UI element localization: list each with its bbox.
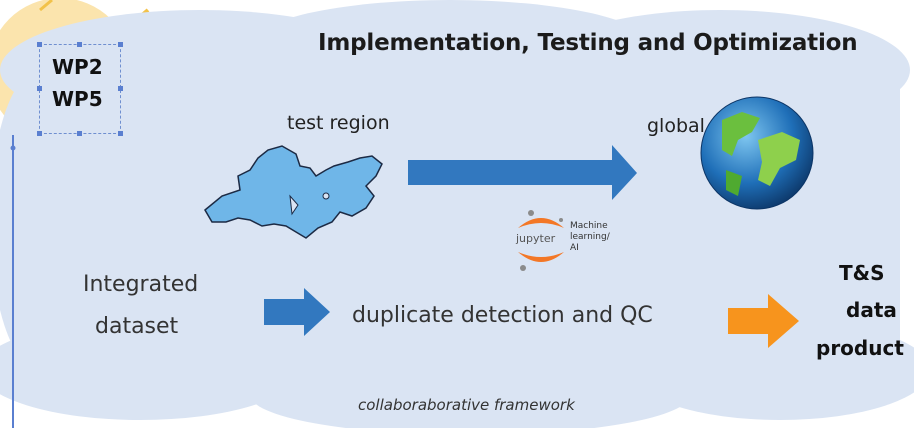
product-label-line-3: product bbox=[816, 336, 904, 360]
selection-handle[interactable] bbox=[77, 131, 82, 136]
sun-ray bbox=[39, 0, 53, 12]
jupyter-label: jupyter bbox=[516, 232, 556, 245]
globe-icon bbox=[700, 96, 814, 210]
machine-learning-label: Machine learning/ AI bbox=[570, 221, 610, 254]
jupyter-logo-icon bbox=[518, 210, 564, 271]
selection-handle[interactable] bbox=[118, 42, 123, 47]
test-region-label: test region bbox=[287, 112, 390, 134]
selection-handle[interactable] bbox=[37, 86, 42, 91]
ml-line-2: learning/ bbox=[570, 232, 610, 242]
diagram-title: Implementation, Testing and Optimization bbox=[318, 30, 858, 56]
global-label: global bbox=[647, 115, 705, 137]
selection-handle[interactable] bbox=[118, 86, 123, 91]
arrow-to-global bbox=[408, 145, 637, 200]
map-detail bbox=[322, 192, 330, 200]
integrated-label: Integrated bbox=[83, 272, 199, 297]
ml-line-1: Machine bbox=[570, 221, 608, 231]
duplicate-detection-label: duplicate detection and QC bbox=[352, 303, 653, 328]
product-label-line-2: data bbox=[846, 298, 897, 322]
map-detail bbox=[289, 194, 299, 216]
selection-handle[interactable] bbox=[118, 131, 123, 136]
selection-handle[interactable] bbox=[37, 42, 42, 47]
mediterranean-map-icon bbox=[204, 145, 383, 239]
product-label-line-1: T&S bbox=[839, 261, 885, 285]
arrow-to-qc bbox=[264, 288, 330, 336]
selection-handle[interactable] bbox=[37, 131, 42, 136]
wp-box: WP2 WP5 bbox=[37, 42, 123, 136]
wp5-label: WP5 bbox=[52, 87, 103, 111]
dataset-label: dataset bbox=[95, 314, 179, 339]
ml-line-3: AI bbox=[570, 243, 579, 253]
framework-label: collaboraborative framework bbox=[358, 396, 575, 414]
selection-handle[interactable] bbox=[77, 42, 82, 47]
wp2-label: WP2 bbox=[52, 55, 103, 79]
guide-point bbox=[10, 145, 16, 151]
arrow-to-product bbox=[728, 294, 799, 348]
